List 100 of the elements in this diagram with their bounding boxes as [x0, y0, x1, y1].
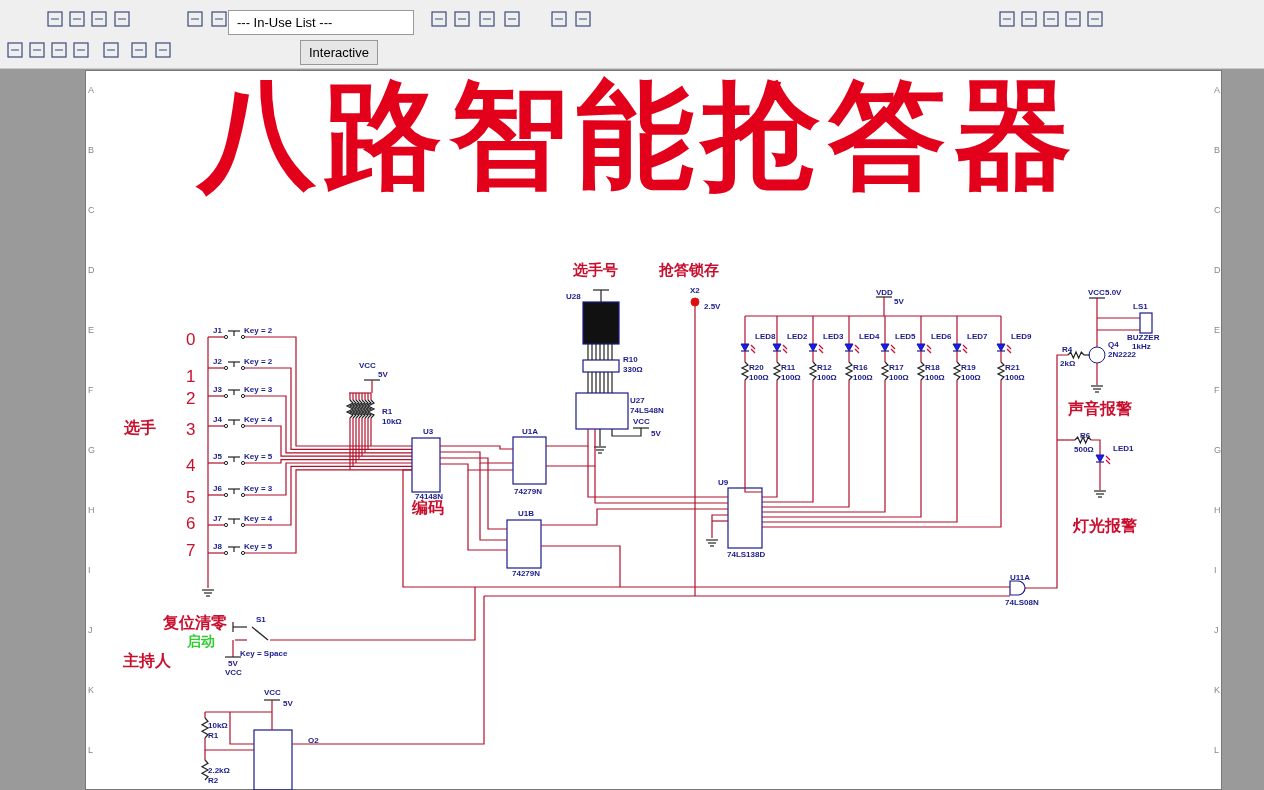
component-label: LED2 — [787, 333, 808, 341]
component-label: J6 — [213, 485, 222, 493]
ruler-letter: D — [88, 266, 95, 275]
component-label: X2 — [690, 287, 700, 295]
component-label: 74279N — [514, 488, 543, 496]
section-heading: 选手 — [124, 420, 156, 436]
component-label: VCC — [633, 418, 650, 426]
section-heading: 主持人 — [123, 653, 171, 669]
component-label: R2 — [208, 777, 219, 785]
component-label: O2 — [308, 737, 319, 745]
ruler-letter: A — [1214, 86, 1220, 95]
component-label: 74LS48N — [630, 407, 664, 415]
component-label: J5 — [213, 453, 222, 461]
ruler-letter: F — [88, 386, 94, 395]
component-label: Key = 2 — [244, 327, 273, 335]
ruler-letter: A — [88, 86, 94, 95]
component-label: Key = 5 — [244, 543, 273, 551]
component-label: 100Ω — [961, 374, 981, 382]
ruler-letter: H — [1214, 506, 1221, 515]
component-label: U28 — [566, 293, 581, 301]
ruler-letter: K — [88, 686, 94, 695]
component-label: R6 — [1080, 432, 1091, 440]
component-label: R18 — [925, 364, 940, 372]
ruler-letter: E — [1214, 326, 1220, 335]
component-label: VCC — [225, 669, 242, 677]
ruler-letter: C — [88, 206, 95, 215]
component-label: U11A — [1010, 574, 1030, 582]
component-label: R19 — [961, 364, 976, 372]
component-label: Key = Space — [240, 650, 288, 658]
channel-number: 0 — [186, 331, 196, 348]
channel-number: 6 — [186, 515, 196, 532]
section-heading: 选手号 — [573, 263, 618, 278]
ruler-letter: G — [1214, 446, 1221, 455]
channel-number: 5 — [186, 489, 196, 506]
component-label: R4 — [1062, 346, 1073, 354]
ruler-letter: K — [1214, 686, 1220, 695]
channel-number: 1 — [186, 368, 196, 385]
ruler-letter: B — [88, 146, 94, 155]
component-label: LED3 — [823, 333, 844, 341]
component-label: LED1 — [1113, 445, 1134, 453]
component-label: LED4 — [859, 333, 880, 341]
component-label: 1kHz — [1132, 343, 1151, 351]
component-label: S1 — [256, 616, 266, 624]
ruler-letter: G — [88, 446, 95, 455]
component-label: 5V — [378, 371, 388, 379]
component-label: U1A — [522, 428, 538, 436]
component-label: J7 — [213, 515, 222, 523]
component-label: U9 — [718, 479, 729, 487]
component-label: U27 — [630, 397, 645, 405]
component-label: R20 — [749, 364, 764, 372]
component-label: 2kΩ — [1060, 360, 1076, 368]
component-label: 100Ω — [1005, 374, 1025, 382]
component-label: BUZZER — [1127, 334, 1160, 342]
ruler-letter: J — [1214, 626, 1219, 635]
component-label: 74LS08N — [1005, 599, 1039, 607]
ruler-letter: H — [88, 506, 95, 515]
component-label: Key = 3 — [244, 386, 273, 394]
component-label: Key = 4 — [244, 416, 273, 424]
ruler-letter: L — [88, 746, 93, 755]
component-label: 5V — [228, 660, 238, 668]
component-label: Key = 4 — [244, 515, 273, 523]
component-label: VCC — [264, 689, 281, 697]
component-label: R21 — [1005, 364, 1020, 372]
section-heading: 复位清零 — [163, 615, 227, 631]
component-label: LED6 — [931, 333, 952, 341]
component-label: J1 — [213, 327, 222, 335]
component-label: LED7 — [967, 333, 988, 341]
component-label: 74279N — [512, 570, 541, 578]
component-label: 100Ω — [749, 374, 769, 382]
channel-number: 2 — [186, 390, 196, 407]
channel-number: 3 — [186, 421, 196, 438]
component-label: R1 — [382, 408, 393, 416]
component-label: R17 — [889, 364, 904, 372]
component-label: 500Ω — [1074, 446, 1094, 454]
component-label: LED5 — [895, 333, 916, 341]
section-heading: 启动 — [187, 634, 215, 648]
component-label: 5V — [283, 700, 293, 708]
ruler-letter: L — [1214, 746, 1219, 755]
component-label: 100Ω — [817, 374, 837, 382]
channel-number: 7 — [186, 542, 196, 559]
component-label: 2.2kΩ — [208, 767, 230, 775]
component-label: U1B — [518, 510, 534, 518]
ruler-letter: E — [88, 326, 94, 335]
component-label: LS1 — [1133, 303, 1148, 311]
dropdown-field: --- In-Use List --- — [228, 10, 414, 35]
component-label: 10kΩ — [208, 722, 228, 730]
component-label: 5V — [651, 430, 661, 438]
component-label: 100Ω — [853, 374, 873, 382]
ruler-letter: C — [1214, 206, 1221, 215]
component-label: VCC — [1088, 289, 1105, 297]
section-heading: 编码 — [412, 500, 444, 516]
component-label: Key = 5 — [244, 453, 273, 461]
component-label: 10kΩ — [382, 418, 402, 426]
component-label: 5V — [894, 298, 904, 306]
component-label: 100Ω — [925, 374, 945, 382]
component-label: LED8 — [755, 333, 776, 341]
channel-number: 4 — [186, 457, 196, 474]
component-label: 2.5V — [704, 303, 721, 311]
component-label: U3 — [423, 428, 434, 436]
component-label: R1 — [208, 732, 219, 740]
